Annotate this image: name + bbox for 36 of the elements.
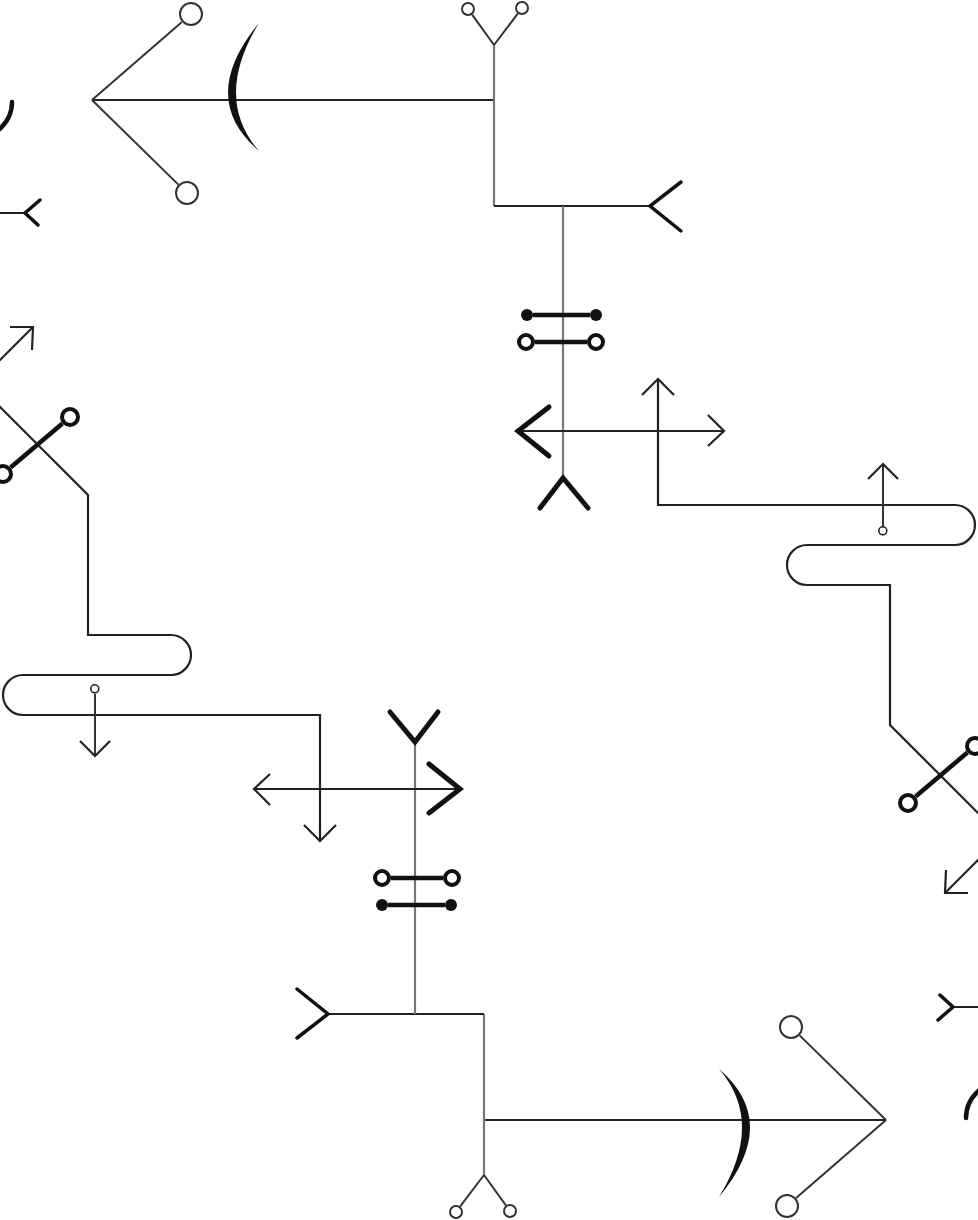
terminal-circle xyxy=(179,2,203,26)
connector-line xyxy=(533,312,590,318)
terminal-circle xyxy=(449,1205,463,1219)
connector-line xyxy=(798,1034,887,1121)
terminal-dot xyxy=(521,309,533,321)
connector-line xyxy=(391,875,443,881)
connector-line xyxy=(388,902,445,908)
arrow xyxy=(866,462,900,528)
connector-line xyxy=(91,99,180,186)
terminal-circle xyxy=(515,1,529,15)
terminal-circle xyxy=(503,1204,517,1218)
terminal-circle xyxy=(90,684,100,694)
connector-line xyxy=(471,13,495,46)
arrow xyxy=(78,692,112,758)
terminal-circle xyxy=(878,526,888,536)
connector-line xyxy=(9,421,64,470)
terminal-circle xyxy=(373,869,391,887)
terminal-circle xyxy=(443,869,461,887)
terminal-dot xyxy=(376,899,388,911)
terminal-circle xyxy=(60,407,80,427)
connector-line xyxy=(459,1174,485,1208)
connector-line xyxy=(91,20,183,101)
terminal-circle xyxy=(461,2,475,16)
connector-line xyxy=(914,750,969,799)
terminal-dot xyxy=(590,309,602,321)
terminal-circle xyxy=(898,793,918,813)
terminal-circle xyxy=(175,181,199,205)
terminal-circle xyxy=(587,333,605,351)
terminal-circle xyxy=(779,1015,803,1039)
terminal-circle xyxy=(517,333,535,351)
connector-line xyxy=(535,339,587,345)
terminal-dot xyxy=(445,899,457,911)
connector-line xyxy=(483,1174,507,1207)
connector-line xyxy=(493,12,519,46)
terminal-circle xyxy=(775,1194,799,1218)
connector-line xyxy=(795,1119,887,1200)
